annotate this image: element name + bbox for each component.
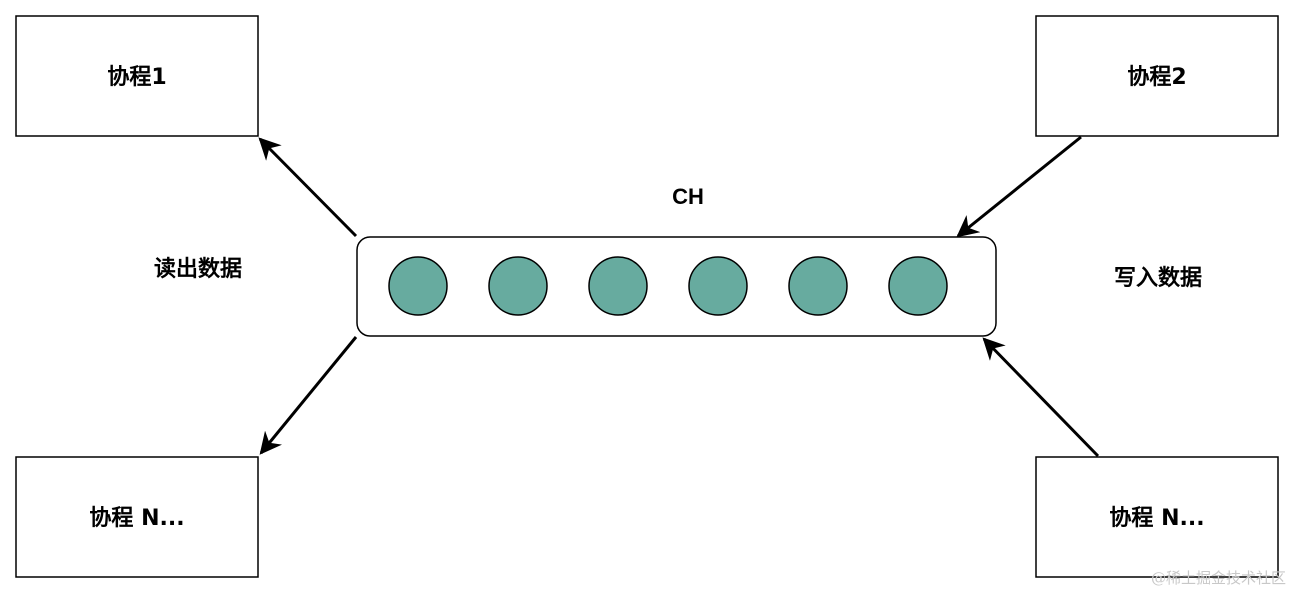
node-writer-top-label: 协程2 (1127, 65, 1186, 90)
channel-slot (488, 256, 548, 316)
node-writer-bottom: 协程 N... (1035, 456, 1279, 578)
write-data-label: 写入数据 (1114, 265, 1202, 291)
arrow-read-top (258, 137, 358, 238)
channel-slot (388, 256, 448, 316)
node-writer-bottom-label: 协程 N... (1109, 506, 1204, 531)
channel-slot (888, 256, 948, 316)
channel-slots (388, 256, 948, 316)
node-reader-top: 协程1 (15, 15, 259, 137)
node-reader-bottom-label: 协程 N... (89, 506, 184, 531)
watermark: @稀土掘金技术社区 (1150, 569, 1286, 587)
node-reader-top-label: 协程1 (107, 65, 166, 90)
channel (356, 236, 997, 337)
read-data-label: 读出数据 (154, 256, 242, 282)
channel-slot (588, 256, 648, 316)
channel-label: CH (672, 184, 704, 209)
channel-slot (688, 256, 748, 316)
node-reader-bottom: 协程 N... (15, 456, 259, 578)
arrow-read-bottom (259, 336, 358, 455)
channel-slot (788, 256, 848, 316)
arrow-write-top (956, 135, 1082, 238)
node-writer-top: 协程2 (1035, 15, 1279, 137)
arrow-write-bottom (982, 337, 1100, 458)
